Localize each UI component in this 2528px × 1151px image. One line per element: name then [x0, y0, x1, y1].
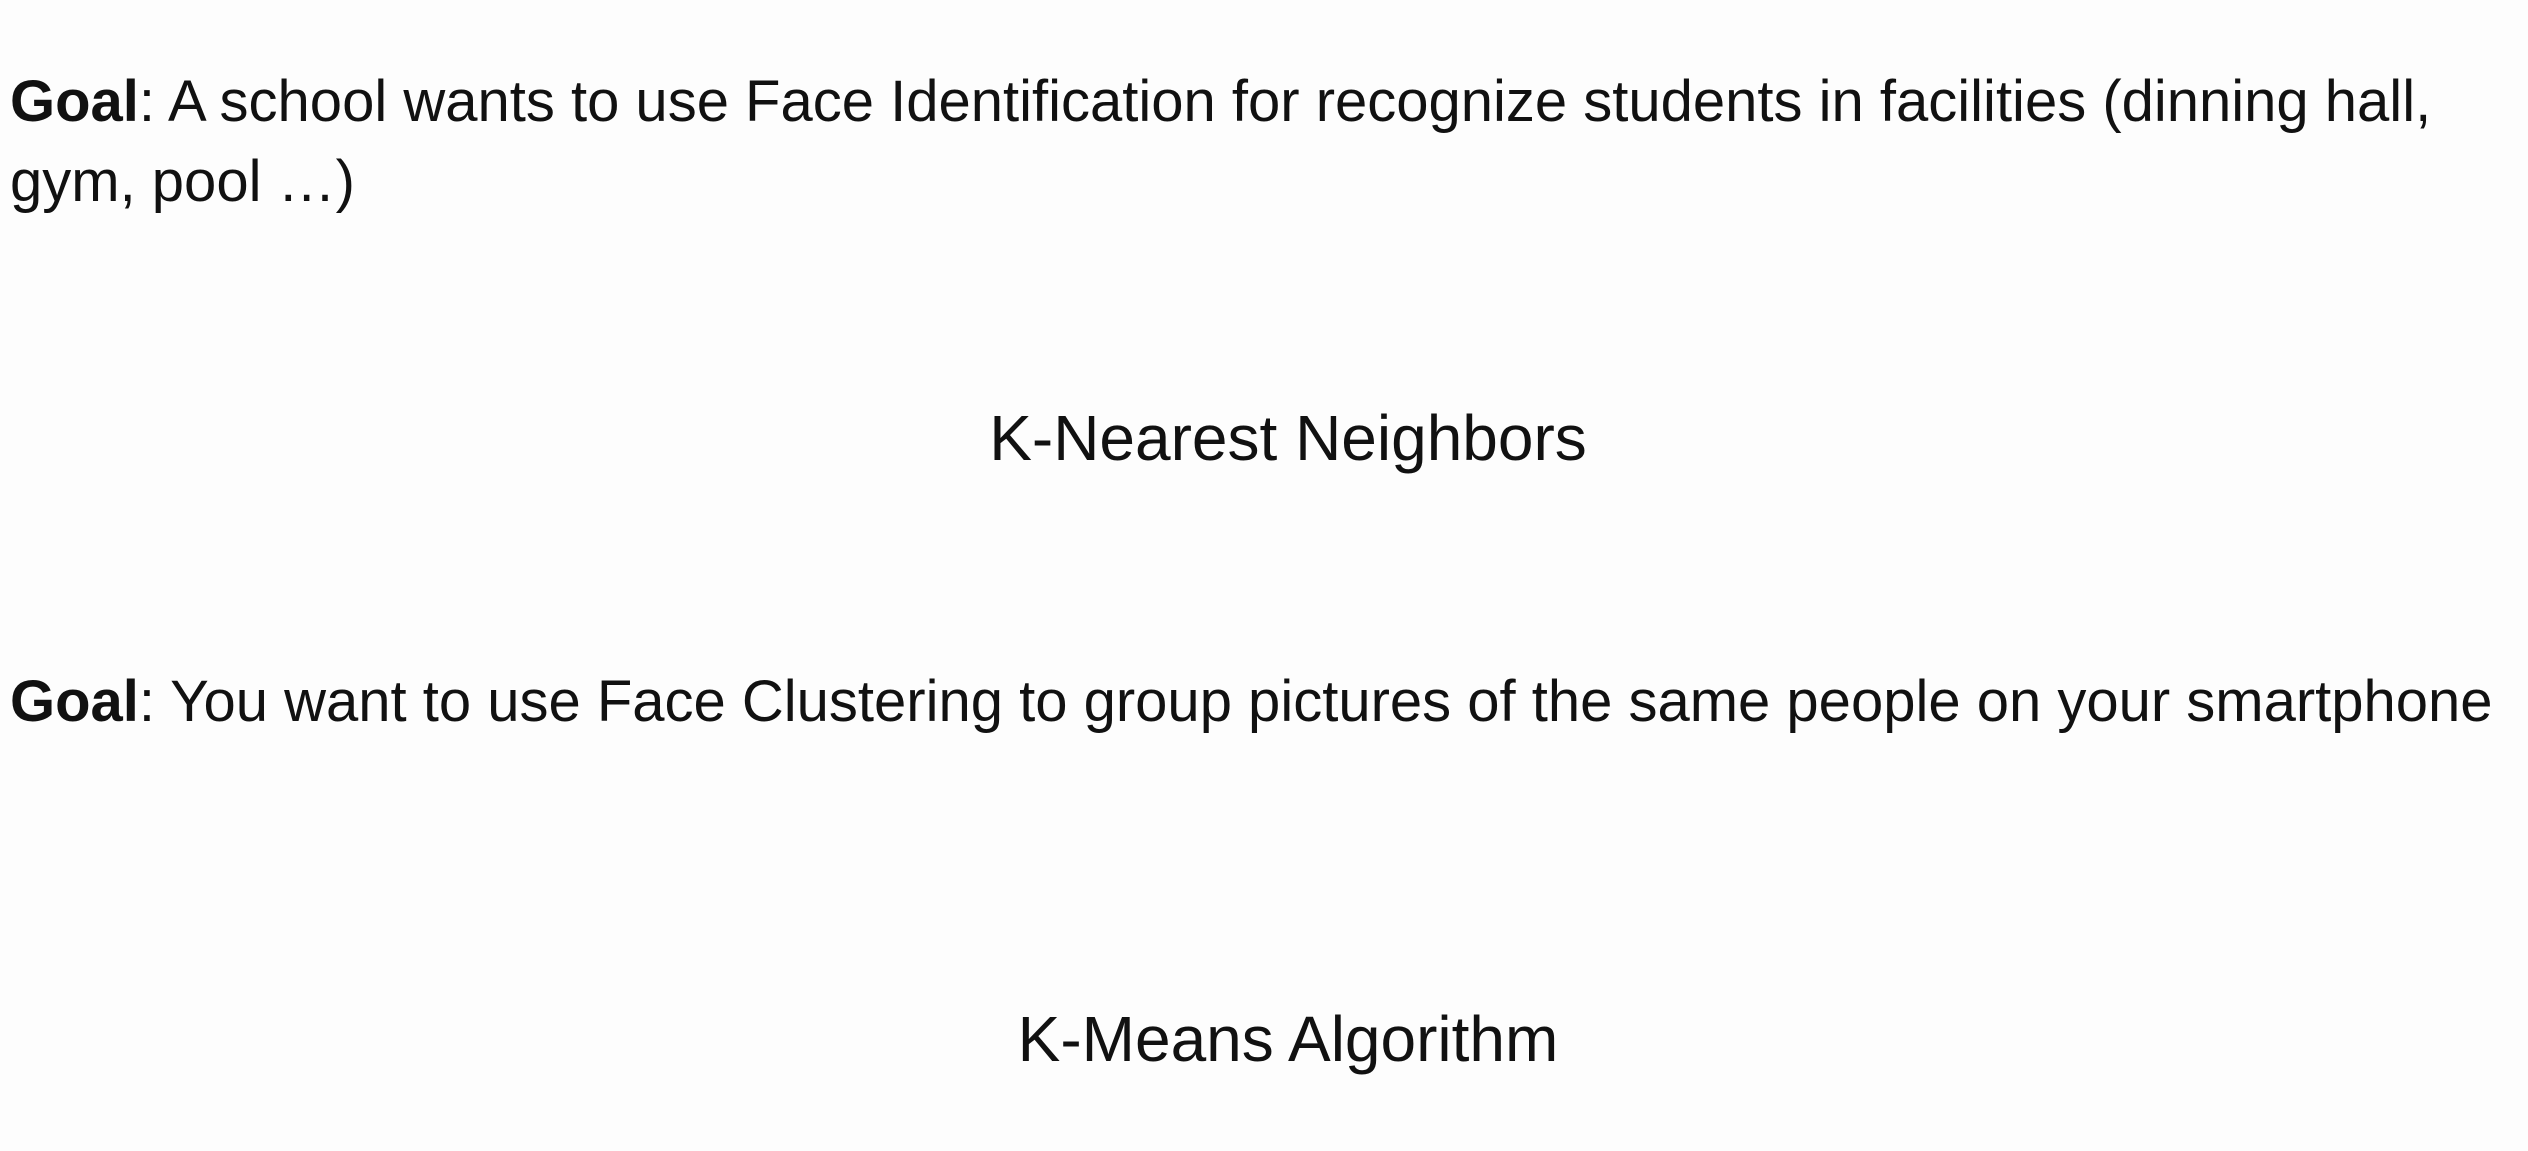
goal-1-label: Goal — [10, 69, 139, 134]
goal-2-label: Goal — [10, 669, 139, 734]
goal-2-text: : You want to use Face Clustering to gro… — [138, 669, 2493, 734]
goal-2-paragraph: Goal: You want to use Face Clustering to… — [10, 662, 2510, 742]
answer-1: K-Nearest Neighbors — [989, 402, 1587, 474]
goal-1-text: : A school wants to use Face Identificat… — [10, 69, 2432, 214]
goal-1-paragraph: Goal: A school wants to use Face Identif… — [10, 62, 2510, 222]
answer-2: K-Means Algorithm — [1017, 1003, 1559, 1075]
